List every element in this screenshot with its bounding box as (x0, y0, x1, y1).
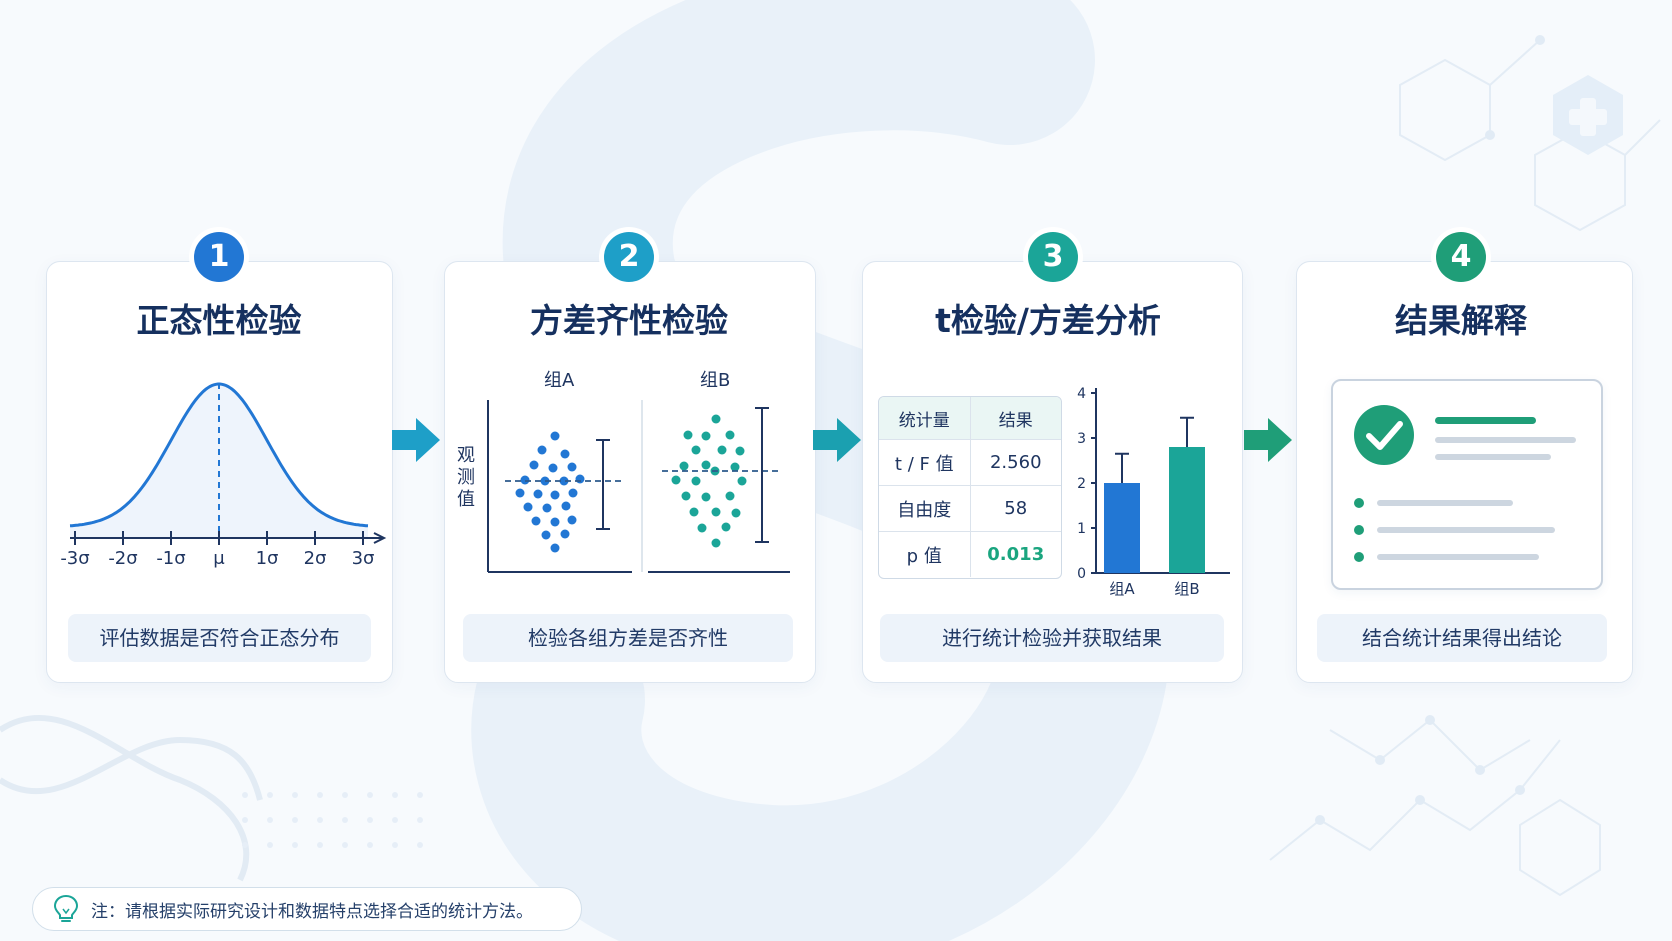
bar-chart-bar (1104, 483, 1140, 573)
step-number-2: 2 (604, 232, 654, 282)
step-title-2: 方差齐性检验 (530, 301, 728, 340)
group-b-range-bracket (755, 407, 769, 543)
group-a-range-bracket (596, 439, 610, 530)
step-card-2 (444, 261, 816, 683)
table-cell-name: 自由度 (897, 499, 952, 521)
arrow-right-icon (813, 418, 861, 462)
table-cell-p-value: 0.013 (969, 532, 1062, 577)
table-row: t / F 值 2.560 (879, 439, 1061, 485)
group-a-label: 组A (544, 370, 575, 391)
bar-chart: 0 1 2 3 4 组A 组B (1077, 386, 1230, 598)
step-number-4: 4 (1436, 232, 1486, 282)
table-row: 自由度 58 (879, 485, 1061, 531)
bar-chart-y-tick-label: 3 (1077, 431, 1086, 447)
table-cell-name: p 值 (906, 545, 942, 567)
step-title-3: t检验/方差分析 (935, 301, 1161, 340)
step-number-1: 1 (194, 232, 244, 282)
curve-tick-label: -3σ (60, 548, 90, 569)
result-table: 统计量 结果 t / F 值 2.560 自由度 58 p 值 0.013 (878, 396, 1062, 579)
bar-chart-y-tick-label: 0 (1077, 566, 1086, 582)
table-row: p 值 0.013 (879, 531, 1061, 577)
step-desc-2: 检验各组方差是否齐性 (463, 614, 793, 662)
arrow-right-icon (392, 418, 440, 462)
y-label-char-2: 测 (457, 467, 475, 488)
y-label-char-1: 观 (457, 445, 475, 466)
curve-tick-label: μ (213, 548, 225, 569)
conclusion-document (1331, 379, 1603, 590)
y-label-char-3: 值 (457, 489, 475, 510)
table-cell-value: 58 (969, 486, 1062, 531)
table-header-row: 统计量 结果 (879, 397, 1061, 439)
scatter-plot (487, 400, 790, 573)
normal-curve-plot (69, 382, 387, 545)
check-circle-icon (1354, 405, 1414, 465)
bar-chart-bar (1169, 447, 1205, 573)
bar-chart-category-label: 组A (1109, 580, 1135, 598)
bar-chart-y-tick-label: 2 (1077, 476, 1086, 492)
table-cell-name: t / F 值 (894, 453, 954, 475)
step-number-3: 3 (1028, 232, 1078, 282)
doc-heading-line (1435, 417, 1536, 424)
footer-note: 注：请根据实际研究设计和数据特点选择合适的统计方法。 (32, 887, 582, 931)
doc-line (1435, 437, 1576, 443)
x-axis-arrow (373, 532, 387, 544)
step-title-1: 正态性检验 (136, 301, 302, 340)
bar-chart-category-label: 组B (1174, 580, 1199, 598)
curve-tick-label: -2σ (108, 548, 138, 569)
doc-line (1377, 500, 1513, 506)
table-header-stat: 统计量 (898, 410, 950, 431)
bullet-list (1354, 498, 1364, 562)
step-desc-1: 评估数据是否符合正态分布 (68, 614, 371, 662)
table-header-result: 结果 (969, 397, 1062, 439)
table-cell-value: 2.560 (969, 440, 1062, 485)
bar-chart-y-tick-label: 1 (1077, 521, 1086, 537)
arrow-right-icon (1244, 418, 1292, 462)
bar-chart-y-tick-label: 4 (1077, 386, 1086, 402)
doc-line (1377, 554, 1539, 560)
doc-line (1435, 454, 1551, 460)
lightbulb-icon (53, 894, 79, 922)
group-b-points (671, 414, 747, 548)
group-a-points (515, 431, 585, 553)
curve-tick-label: 2σ (303, 548, 327, 569)
curve-tick-label: 1σ (255, 548, 279, 569)
doc-line (1377, 527, 1555, 533)
step-desc-4: 结合统计结果得出结论 (1317, 614, 1607, 662)
step-desc-3: 进行统计检验并获取结果 (880, 614, 1224, 662)
step-title-4: 结果解释 (1395, 301, 1527, 340)
curve-tick-label: 3σ (351, 548, 375, 569)
curve-tick-label: -1σ (156, 548, 186, 569)
footer-note-text: 注：请根据实际研究设计和数据特点选择合适的统计方法。 (91, 901, 533, 922)
group-b-label: 组B (700, 370, 731, 391)
